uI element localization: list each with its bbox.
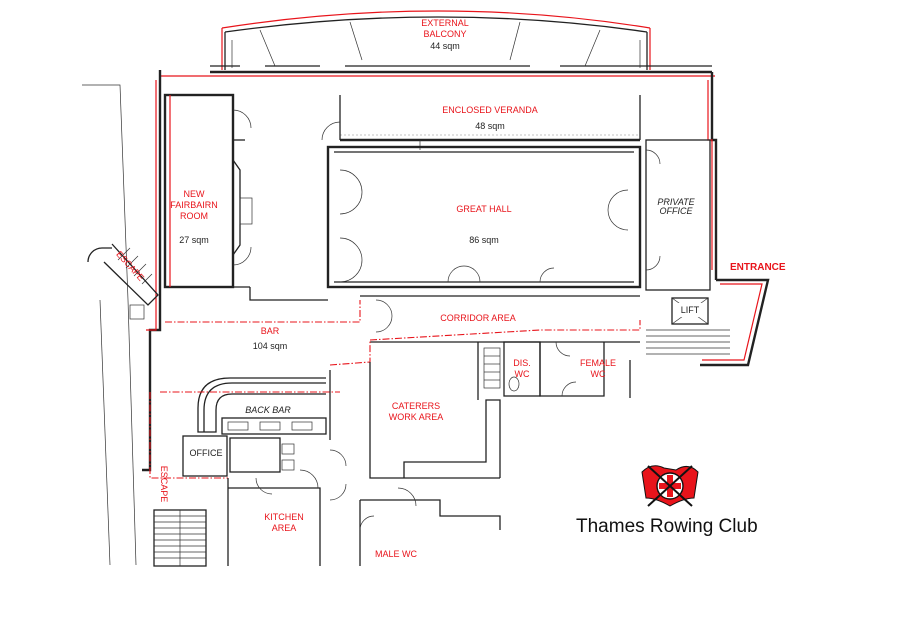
enclosed-veranda-label: ENCLOSED VERANDA <box>442 105 538 115</box>
back-bar-label: BACK BAR <box>245 405 291 415</box>
fairbairn-label-1: NEW <box>184 189 206 199</box>
female-wc-label-2: WC <box>591 369 606 379</box>
bar-label: BAR <box>261 326 280 336</box>
corridor-area: CORRIDOR AREA <box>360 295 641 343</box>
bar-area: 104 sqm <box>253 341 288 351</box>
entrance-area: ENTRANCE LIFT <box>646 262 786 367</box>
entrance-label: ENTRANCE <box>730 262 786 273</box>
private-office-label-1: PRIVATE <box>657 197 695 207</box>
kitchen-label-1: KITCHEN <box>264 512 304 522</box>
great-hall-label: GREAT HALL <box>456 204 511 214</box>
female-wc: FEMALE WC <box>539 341 631 398</box>
great-hall: GREAT HALL 86 sqm <box>326 145 642 289</box>
female-wc-label-1: FEMALE <box>580 358 616 368</box>
club-name: Thames Rowing Club <box>576 516 758 537</box>
escape-left-label: ESCAPE <box>114 249 146 283</box>
lift-label: LIFT <box>681 305 700 315</box>
dis-wc: DIS. WC <box>483 341 541 397</box>
external-balcony-area: 44 sqm <box>430 41 460 51</box>
external-balcony-label-2: BALCONY <box>423 29 466 39</box>
office-label: OFFICE <box>190 448 223 458</box>
escape-bottom-label: ESCAPE <box>159 466 169 503</box>
fairbairn-label-3: ROOM <box>180 211 208 221</box>
dis-wc-label-1: DIS. <box>513 358 531 368</box>
corridor-area-label: CORRIDOR AREA <box>440 313 516 323</box>
office-area: OFFICE <box>149 391 340 479</box>
outer-walls <box>82 65 718 566</box>
external-balcony: EXTERNAL BALCONY 44 sqm <box>221 10 651 70</box>
male-wc-label: MALE WC <box>375 549 418 559</box>
new-fairbairn-room: NEW FAIRBAIRN ROOM 27 sqm <box>163 93 253 289</box>
caterers-label-1: CATERERS <box>392 401 440 411</box>
caterers-work-area: CATERERS WORK AREA <box>369 342 501 479</box>
kitchen-area: KITCHEN AREA <box>227 449 347 566</box>
enclosed-veranda-area: 48 sqm <box>475 121 505 131</box>
great-hall-area: 86 sqm <box>469 235 499 245</box>
bar-room: BAR 104 sqm <box>165 286 371 366</box>
dis-wc-label-2: WC <box>515 369 530 379</box>
club-crest-logo <box>641 465 699 507</box>
fairbairn-area: 27 sqm <box>179 235 209 245</box>
back-bar: BACK BAR <box>197 370 331 440</box>
escape-stairs-left: ESCAPE <box>87 243 159 320</box>
fairbairn-label-2: FAIRBAIRN <box>170 200 218 210</box>
enclosed-veranda: ENCLOSED VERANDA 48 sqm <box>321 95 641 150</box>
caterers-label-2: WORK AREA <box>389 412 444 422</box>
escape-stairs-bottom: ESCAPE <box>153 466 207 567</box>
private-office-label-2: OFFICE <box>660 206 694 216</box>
external-balcony-label-1: EXTERNAL <box>421 18 469 28</box>
male-wc: MALE WC <box>359 487 501 566</box>
kitchen-label-2: AREA <box>272 523 297 533</box>
private-office: PRIVATE OFFICE <box>645 139 711 291</box>
